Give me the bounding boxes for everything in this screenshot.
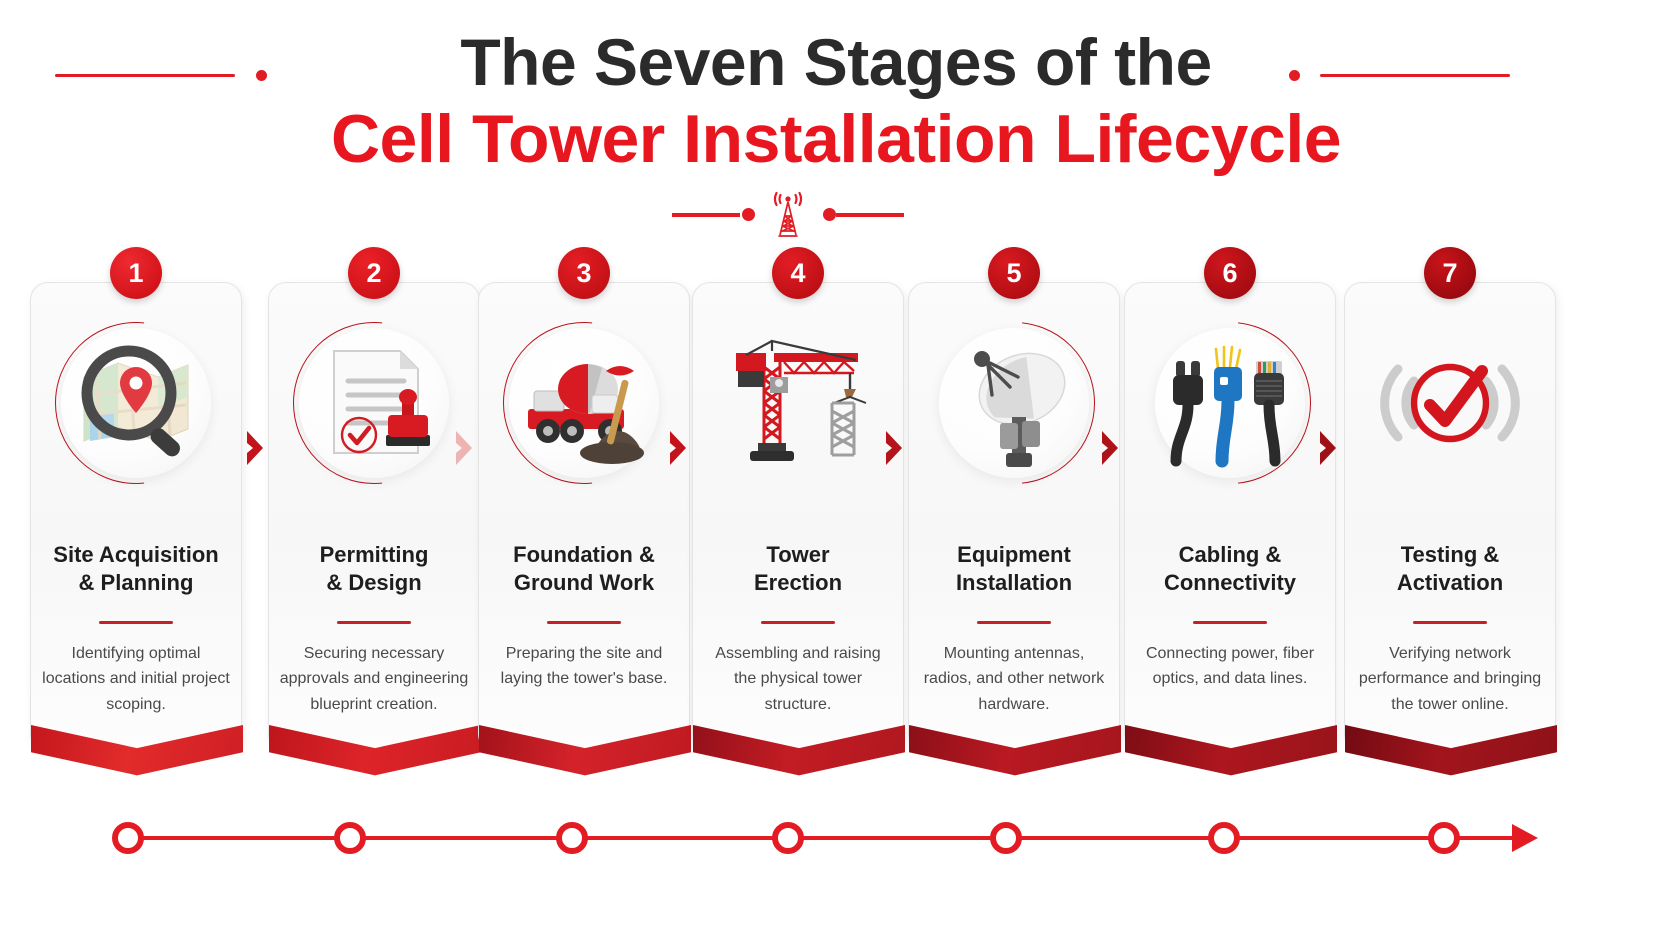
cables-connectors-icon xyxy=(1170,345,1284,468)
page-title-secondary: Cell Tower Installation Lifecycle xyxy=(330,101,1342,177)
stage-card-6[interactable]: 6 xyxy=(1124,247,1337,776)
tower-crane-icon xyxy=(736,339,867,461)
title-underline xyxy=(977,621,1051,624)
stage-card-1[interactable]: 1 xyxy=(30,247,243,776)
tower-divider-decoration xyxy=(0,190,1672,240)
stage-icon-5-wrapper xyxy=(930,319,1098,487)
stage-title-1: Site Acquisition & Planning xyxy=(53,542,219,596)
timeline-track xyxy=(128,836,1520,840)
stage-chevron-2 xyxy=(269,725,481,776)
stage-description-5: Mounting antennas, radios, and other net… xyxy=(923,645,1105,713)
title-underline xyxy=(1413,621,1487,624)
stage-icon-7-wrapper xyxy=(1366,319,1534,487)
title-underline xyxy=(1193,621,1267,624)
timeline-node-4[interactable] xyxy=(772,822,804,854)
stage-card-7[interactable]: 7 Testing xyxy=(1344,247,1557,776)
checkmark-signal-icon xyxy=(1380,363,1520,443)
stage-title-6: Cabling & Connectivity xyxy=(1163,542,1297,596)
divider-dot-left xyxy=(742,208,755,221)
title-underline xyxy=(337,621,411,624)
stage-chevron-3 xyxy=(479,725,691,776)
stage-description-3: Preparing the site and laying the tower'… xyxy=(500,645,668,688)
header: The Seven Stages of the Cell Tower Insta… xyxy=(0,0,1672,250)
stage-description-6: Connecting power, fiber optics, and data… xyxy=(1145,645,1315,688)
title-underline xyxy=(547,621,621,624)
stage-card-5[interactable]: 5 xyxy=(908,247,1121,776)
connector-arrow-4 xyxy=(882,425,908,471)
stage-title-2: Permitting & Design xyxy=(319,542,429,596)
stage-title-5: Equipment Installation xyxy=(955,542,1073,596)
timeline-node-7[interactable] xyxy=(1428,822,1460,854)
connector-arrow-3 xyxy=(666,425,692,471)
stage-card-3[interactable]: 3 xyxy=(478,247,691,776)
connector-arrow-2 xyxy=(452,425,478,471)
stage-card-2[interactable]: 2 xyxy=(268,247,481,776)
divider-line-right xyxy=(836,213,904,217)
stage-card-4[interactable]: 4 xyxy=(692,247,905,776)
stage-icon-1-wrapper xyxy=(52,319,220,487)
stage-number-badge-4: 4 xyxy=(772,247,824,299)
timeline-node-6[interactable] xyxy=(1208,822,1240,854)
stage-number-badge-6: 6 xyxy=(1204,247,1256,299)
page-title-primary: The Seven Stages of the xyxy=(460,25,1212,99)
stage-description-4: Assembling and raising the physical towe… xyxy=(715,645,881,713)
stage-description-2: Securing necessary approvals and enginee… xyxy=(279,645,469,713)
stage-title-3: Foundation & Ground Work xyxy=(513,542,655,596)
stage-chevron-6 xyxy=(1125,725,1337,776)
timeline-node-2[interactable] xyxy=(334,822,366,854)
connector-arrow-6 xyxy=(1316,425,1342,471)
stage-chevron-4 xyxy=(693,725,905,776)
stage-number-badge-2: 2 xyxy=(348,247,400,299)
stage-number-badge-7: 7 xyxy=(1424,247,1476,299)
bottom-timeline xyxy=(0,800,1672,880)
stage-description-7: Verifying network performance and bringi… xyxy=(1358,645,1542,713)
stage-icon-2-wrapper xyxy=(290,319,458,487)
connector-arrow-5 xyxy=(1098,425,1124,471)
connector-arrow-1 xyxy=(243,425,269,471)
stage-icon-3-wrapper xyxy=(500,319,668,487)
document-stamp-icon xyxy=(333,350,430,454)
title-underline xyxy=(99,621,173,624)
timeline-node-5[interactable] xyxy=(990,822,1022,854)
stage-title-4: Tower Erection xyxy=(753,542,843,596)
stage-chevron-7 xyxy=(1345,725,1557,776)
stage-icon-4-wrapper xyxy=(714,319,882,487)
stage-chevron-5 xyxy=(909,725,1121,776)
divider-line-left xyxy=(672,213,740,217)
stage-number-badge-3: 3 xyxy=(558,247,610,299)
cell-tower-signal-icon xyxy=(773,191,803,237)
timeline-end-arrow xyxy=(1512,824,1538,852)
stage-card-strip: 1 xyxy=(0,247,1672,810)
left-dot-decoration xyxy=(256,70,267,81)
timeline-node-3[interactable] xyxy=(556,822,588,854)
satellite-dish-icon xyxy=(974,351,1066,467)
stage-title-7: Testing & Activation xyxy=(1396,542,1504,596)
stage-number-badge-5: 5 xyxy=(988,247,1040,299)
stage-icon-6-wrapper xyxy=(1146,319,1314,487)
stage-chevron-1 xyxy=(31,725,243,776)
cement-mixer-icon xyxy=(528,364,644,464)
stage-number-badge-1: 1 xyxy=(110,247,162,299)
left-rule-decoration xyxy=(55,74,235,77)
right-dot-decoration xyxy=(1289,70,1300,81)
right-rule-decoration xyxy=(1320,74,1510,77)
map-magnifier-icon xyxy=(81,345,189,457)
divider-dot-right xyxy=(823,208,836,221)
timeline-node-1[interactable] xyxy=(112,822,144,854)
stage-description-1: Identifying optimal locations and initia… xyxy=(42,645,230,713)
title-underline xyxy=(761,621,835,624)
